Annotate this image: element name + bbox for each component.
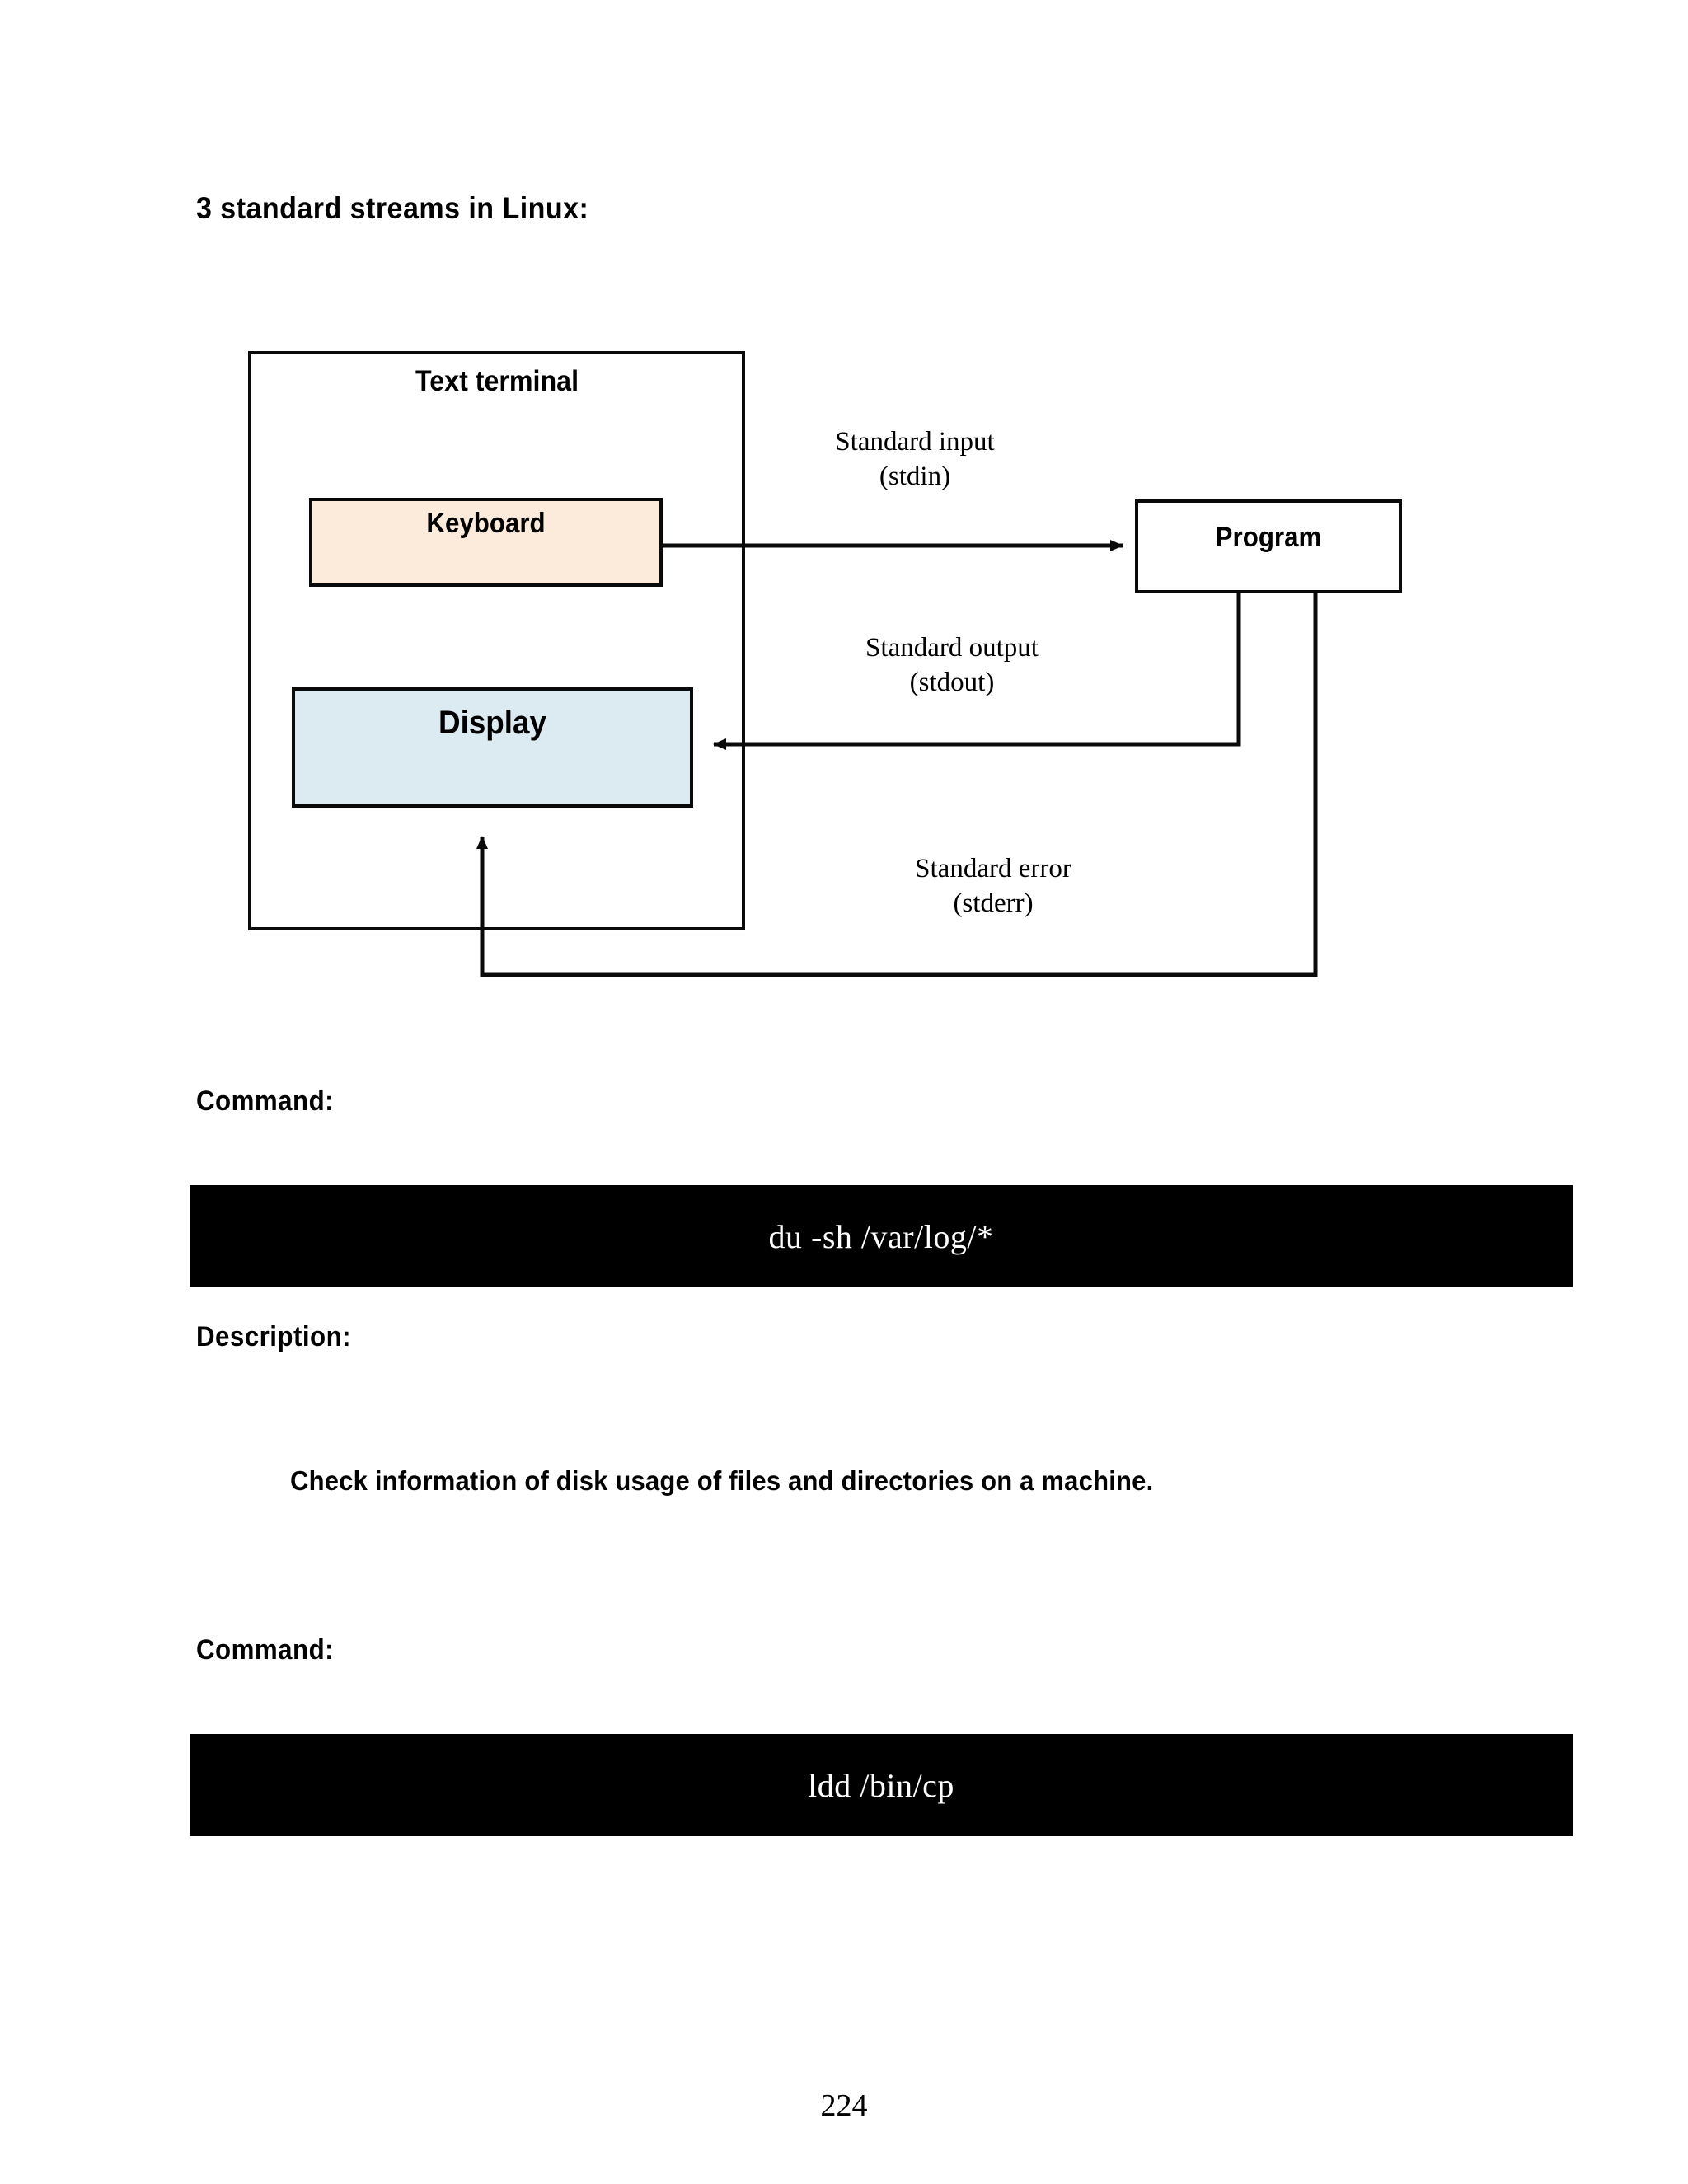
stdin-stream-fd: (stdin) (879, 462, 951, 492)
stdin-stream-name: Standard input (835, 427, 995, 457)
command-block-1: du -sh /var/log/* (190, 1185, 1573, 1287)
stdout-stream-label: Standard output (stdout) (787, 630, 1117, 700)
page-number: 224 (820, 2088, 868, 2123)
description-body: Check information of disk usage of files… (290, 1465, 1154, 1496)
display-label: Display (438, 705, 546, 741)
command-text-1: du -sh /var/log/* (768, 1217, 994, 1255)
command-label-2: Command: (196, 1634, 335, 1666)
page-title: 3 standard streams in Linux: (196, 191, 589, 225)
stderr-stream-name: Standard error (915, 854, 1071, 883)
program-label: Program (1215, 522, 1322, 553)
command-block-2: ldd /bin/cp (190, 1734, 1573, 1836)
stdout-stream-fd: (stdout) (909, 668, 995, 698)
command-label-1: Command: (196, 1085, 335, 1117)
stderr-stream-fd: (stderr) (953, 888, 1034, 919)
stderr-stream-label: Standard error (stderr) (841, 851, 1146, 921)
command-text-2: ldd /bin/cp (808, 1766, 954, 1804)
keyboard-label: Keyboard (426, 508, 546, 539)
stdout-stream-name: Standard output (865, 633, 1039, 663)
text-terminal-box (248, 351, 745, 930)
text-terminal-label: Text terminal (415, 365, 579, 397)
stdin-stream-label: Standard input (stdin) (758, 424, 1071, 494)
description-label: Description: (196, 1321, 352, 1352)
